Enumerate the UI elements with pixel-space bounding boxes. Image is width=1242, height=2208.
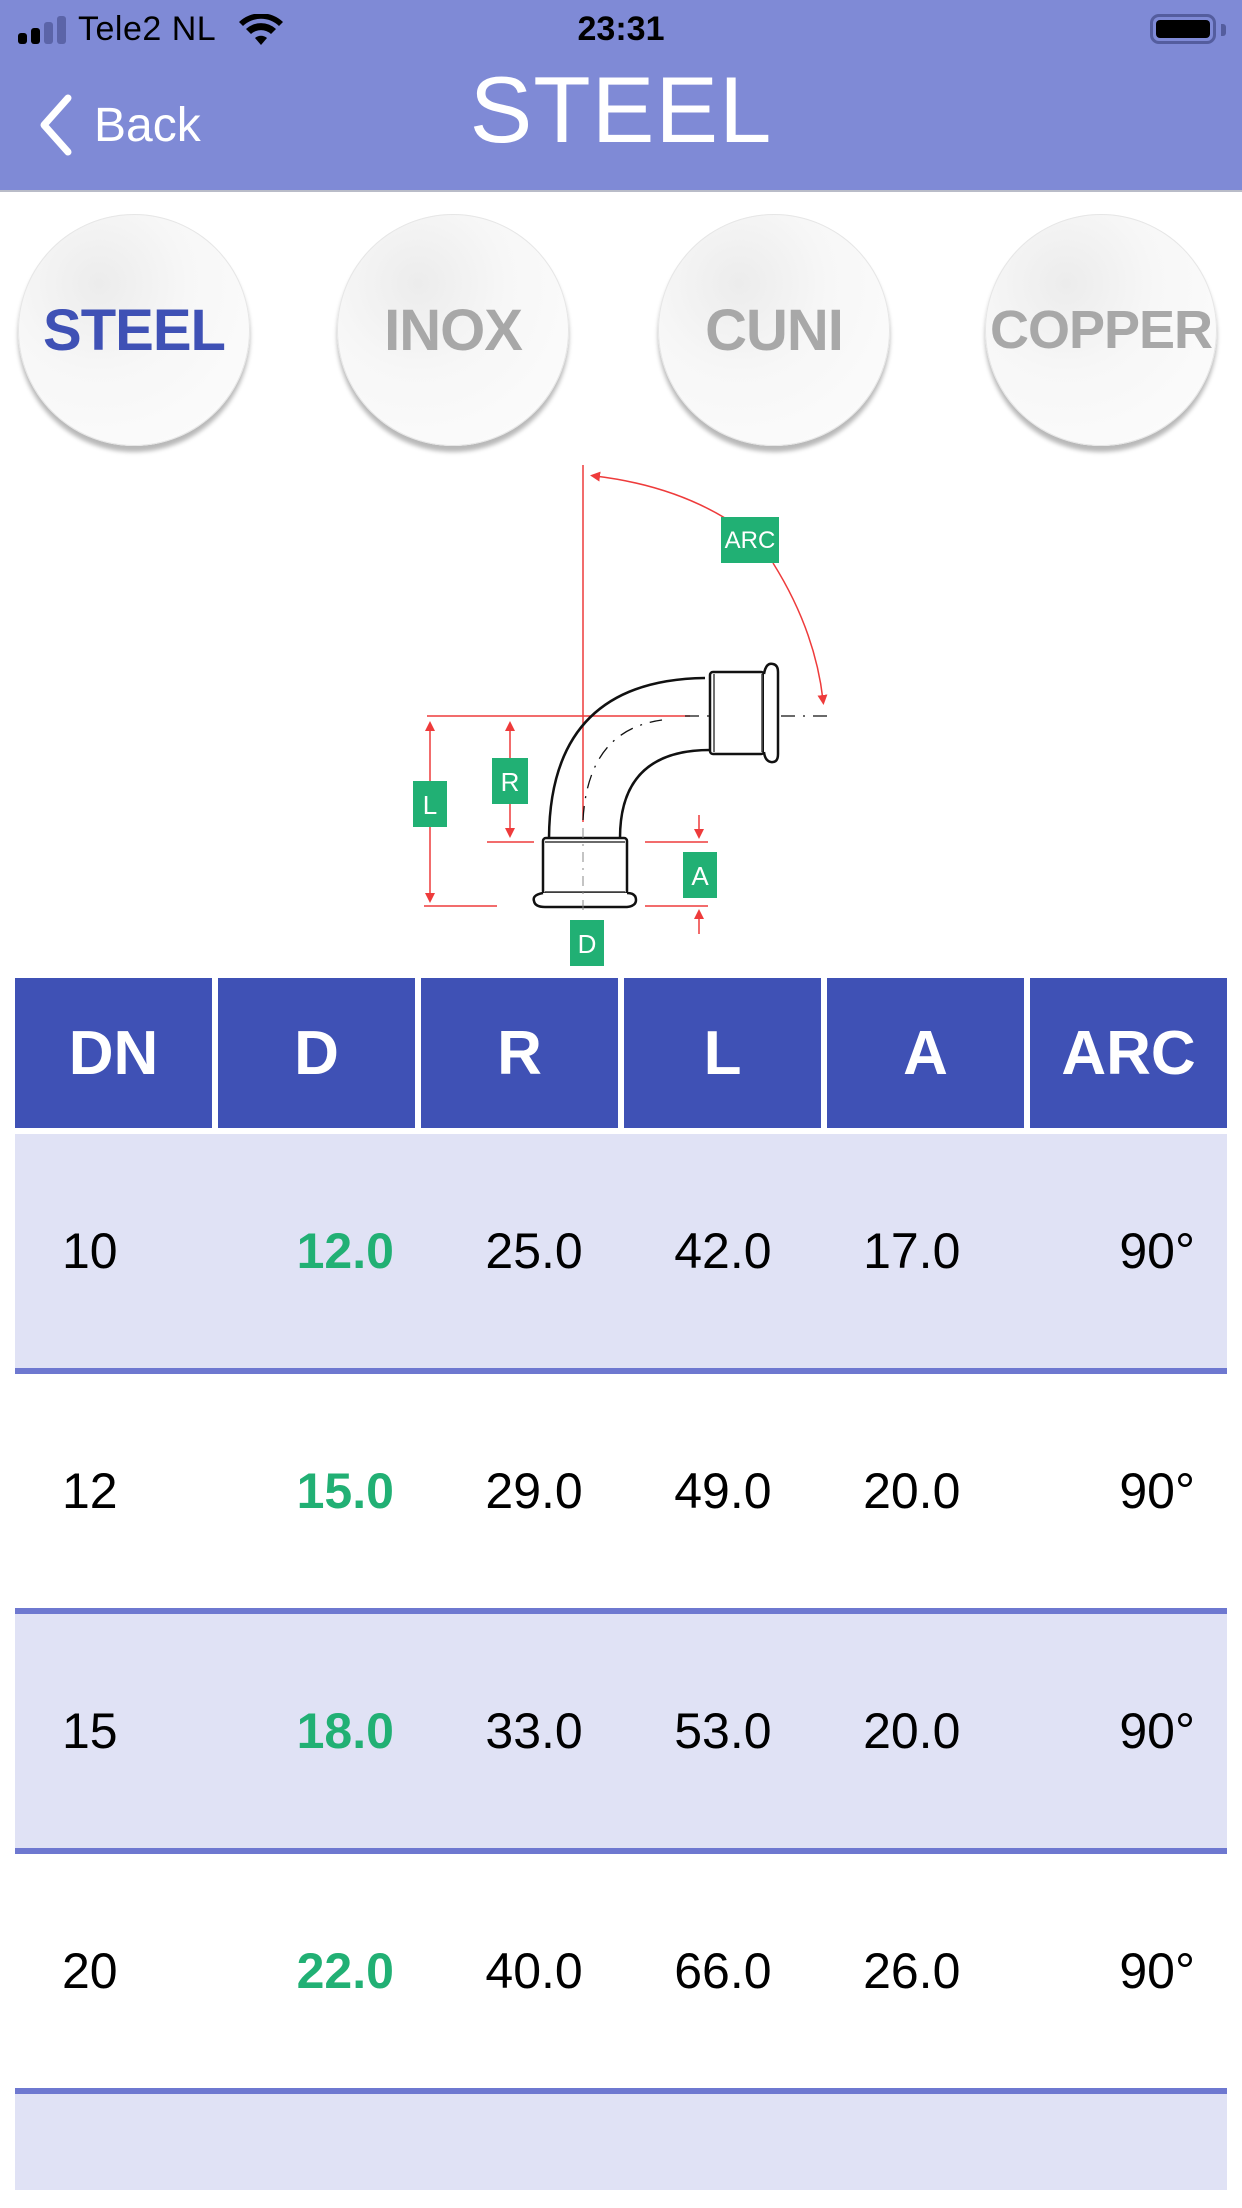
cell-a: 20.0 bbox=[863, 1703, 961, 1759]
column-header-r: R bbox=[421, 978, 618, 1128]
column-header-d: D bbox=[218, 978, 415, 1128]
cell-r: 25.0 bbox=[485, 1223, 583, 1279]
cell-l: 66.0 bbox=[674, 1943, 772, 1999]
cell-r: 33.0 bbox=[485, 1703, 583, 1759]
row-separator bbox=[15, 1608, 1227, 1614]
cell-a: 26.0 bbox=[863, 1943, 961, 1999]
back-label: Back bbox=[94, 98, 201, 152]
diagram-label-a: A bbox=[691, 861, 709, 891]
material-button-steel[interactable]: STEEL bbox=[18, 214, 250, 446]
row-separator bbox=[15, 1848, 1227, 1854]
cell-l: 42.0 bbox=[674, 1223, 772, 1279]
cell-arc: 90° bbox=[1119, 1943, 1195, 1999]
cell-a: 20.0 bbox=[863, 1463, 961, 1519]
material-button-cuni[interactable]: CUNI bbox=[658, 214, 890, 446]
elbow-fitting-diagram: ARC R L A D bbox=[413, 465, 830, 966]
cell-l: 53.0 bbox=[674, 1703, 772, 1759]
column-header-dn: DN bbox=[15, 978, 212, 1128]
material-button-copper[interactable]: COPPER bbox=[985, 214, 1217, 446]
column-header-l: L bbox=[624, 978, 821, 1128]
battery-tip bbox=[1221, 24, 1226, 36]
cell-arc: 90° bbox=[1119, 1223, 1195, 1279]
cell-dn: 15 bbox=[62, 1703, 118, 1759]
cell-d: 12.0 bbox=[296, 1223, 394, 1279]
row-separator bbox=[15, 2088, 1227, 2094]
table-row-partial[interactable] bbox=[15, 2094, 1227, 2190]
material-label: COPPER bbox=[989, 300, 1213, 360]
clock: 23:31 bbox=[577, 10, 665, 48]
diagram-label-r: R bbox=[501, 767, 520, 797]
table-row[interactable]: 15 18.0 33.0 53.0 20.0 90° bbox=[15, 1614, 1227, 1854]
cell-arc: 90° bbox=[1119, 1703, 1195, 1759]
status-bar: Tele2 NL 23:31 bbox=[0, 0, 1242, 60]
dimensions-table: DN D R L A ARC 10 12.0 25.0 42.0 17.0 90… bbox=[15, 978, 1227, 2190]
back-button[interactable]: Back bbox=[36, 90, 201, 160]
material-button-inox[interactable]: INOX bbox=[337, 214, 569, 446]
table-row[interactable]: 10 12.0 25.0 42.0 17.0 90° bbox=[15, 1134, 1227, 1374]
cell-dn: 12 bbox=[62, 1463, 118, 1519]
diagram-label-arc: ARC bbox=[725, 527, 776, 554]
table-row[interactable]: 20 22.0 40.0 66.0 26.0 90° bbox=[15, 1854, 1227, 2094]
column-header-a: A bbox=[827, 978, 1024, 1128]
cell-l: 49.0 bbox=[674, 1463, 772, 1519]
material-label: CUNI bbox=[705, 297, 844, 363]
cell-dn: 10 bbox=[62, 1223, 118, 1279]
material-label: STEEL bbox=[43, 297, 226, 363]
cell-a: 17.0 bbox=[863, 1223, 961, 1279]
cell-r: 29.0 bbox=[485, 1463, 583, 1519]
battery-icon bbox=[1150, 14, 1216, 44]
material-label: INOX bbox=[384, 297, 523, 363]
cell-d: 15.0 bbox=[296, 1463, 394, 1519]
cell-arc: 90° bbox=[1119, 1463, 1195, 1519]
column-header-arc: ARC bbox=[1030, 978, 1227, 1128]
row-separator bbox=[15, 1368, 1227, 1374]
cell-r: 40.0 bbox=[485, 1943, 583, 1999]
wifi-icon bbox=[239, 14, 283, 45]
diagram-label-d: D bbox=[578, 929, 597, 959]
table-header: DN D R L A ARC bbox=[15, 978, 1227, 1128]
chevron-left-icon bbox=[40, 94, 72, 156]
material-selector: STEEL INOX CUNI COPPER bbox=[0, 200, 1242, 460]
navigation-bar bbox=[0, 0, 1242, 190]
diagram-label-l: L bbox=[423, 790, 437, 820]
cell-dn: 20 bbox=[62, 1943, 118, 1999]
cell-d: 22.0 bbox=[296, 1943, 394, 1999]
carrier-name: Tele2 NL bbox=[78, 10, 217, 48]
navigation-bar-divider bbox=[0, 190, 1242, 192]
page-title: STEEL bbox=[469, 57, 773, 162]
table-row[interactable]: 12 15.0 29.0 49.0 20.0 90° bbox=[15, 1374, 1227, 1614]
cell-d: 18.0 bbox=[296, 1703, 394, 1759]
cellular-signal-icon bbox=[18, 16, 68, 44]
